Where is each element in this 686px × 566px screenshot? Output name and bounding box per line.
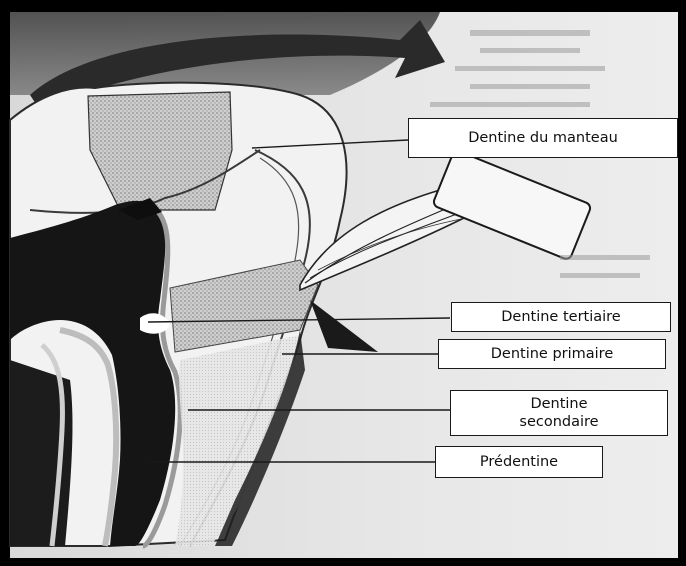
label-predentine: Prédentine bbox=[435, 446, 603, 478]
label-dentine-du-manteau: Dentine du manteau bbox=[408, 118, 678, 158]
label-dentine-secondaire: Dentine secondaire bbox=[450, 390, 668, 436]
label-dentine-primaire: Dentine primaire bbox=[438, 339, 666, 369]
label-dentine-tertiaire: Dentine tertiaire bbox=[451, 302, 671, 332]
